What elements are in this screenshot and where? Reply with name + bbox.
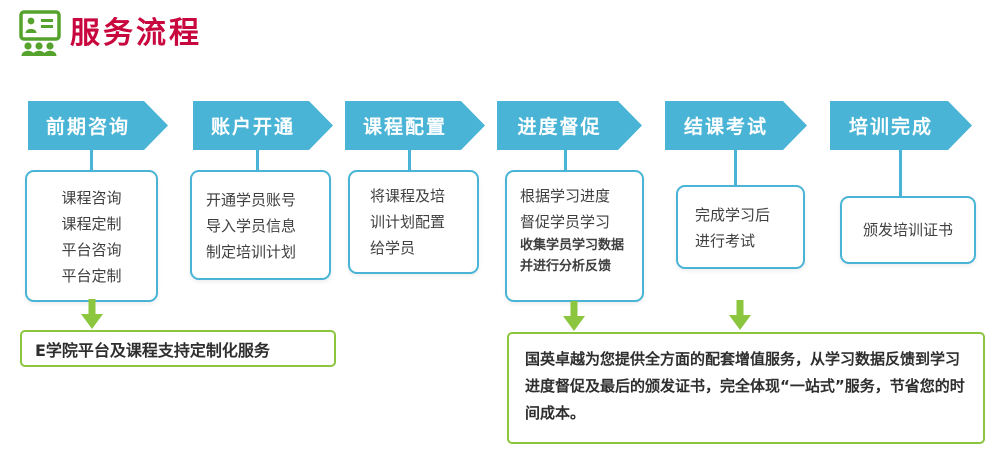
connector-line-3 [408,150,411,171]
step-arrow-progress-supervision: 进度督促 [497,101,642,150]
one-stop-service-note-text: 国英卓越为您提供全方面的配套增值服务，从学习数据反馈到学习进度督促及最后的颁发证… [525,350,965,422]
step-detail-box-1: 课程咨询 课程定制 平台咨询 平台定制 [25,170,158,302]
detail-line: 制定培训计划 [206,243,297,261]
step-detail-box-3: 将课程及培训计划配置给学员 [348,170,479,274]
detail-subline: 收集学员学习数据 [520,238,625,253]
detail-line: 开通学员账号 [206,191,297,209]
detail-line: 根据学习进度 [520,187,611,205]
connector-line-1 [90,150,93,171]
down-arrow-icon [729,300,751,330]
page-title: 服务流程 [70,15,202,51]
detail-line: 督促学员学习 [520,213,611,231]
training-presentation-icon [16,10,62,56]
connector-line-2 [256,150,259,171]
connector-line-4 [564,150,567,171]
customization-note-text: E学院平台及课程支持定制化服务 [35,340,270,360]
detail-line: 课程定制 [61,215,122,233]
page-header: 服务流程 [16,10,202,56]
down-arrow-icon [563,301,585,331]
step-arrow-course-config: 课程配置 [345,101,485,150]
connector-line-6 [899,150,902,197]
step-detail-box-2: 开通学员账号 导入学员信息 制定培训计划 [190,170,331,280]
detail-line: 平台定制 [61,267,122,285]
detail-line: 导入学员信息 [206,217,297,235]
detail-line: 进行考试 [695,232,756,250]
step-detail-box-6: 颁发培训证书 [840,196,976,264]
step-arrow-pre-consulting: 前期咨询 [28,101,168,150]
detail-line: 课程咨询 [61,189,122,207]
connector-line-5 [734,150,737,186]
customization-note-box: E学院平台及课程支持定制化服务 [20,330,336,367]
step-arrow-account-opening: 账户开通 [193,101,333,150]
step-detail-box-5: 完成学习后 进行考试 [676,185,805,269]
step-arrow-training-complete: 培训完成 [830,101,972,150]
down-arrow-icon [81,299,103,329]
detail-line: 平台咨询 [61,241,122,259]
step-detail-box-4: 根据学习进度 督促学员学习 收集学员学习数据 并进行分析反馈 [505,170,644,302]
step-arrow-final-exam: 结课考试 [665,101,807,150]
detail-line: 完成学习后 [695,206,771,224]
detail-subline: 并进行分析反馈 [520,259,612,274]
detail-line: 将课程及培训计划配置给学员 [370,187,446,257]
detail-line: 颁发培训证书 [862,221,953,239]
one-stop-service-note-box: 国英卓越为您提供全方面的配套增值服务，从学习数据反馈到学习进度督促及最后的颁发证… [507,332,985,444]
